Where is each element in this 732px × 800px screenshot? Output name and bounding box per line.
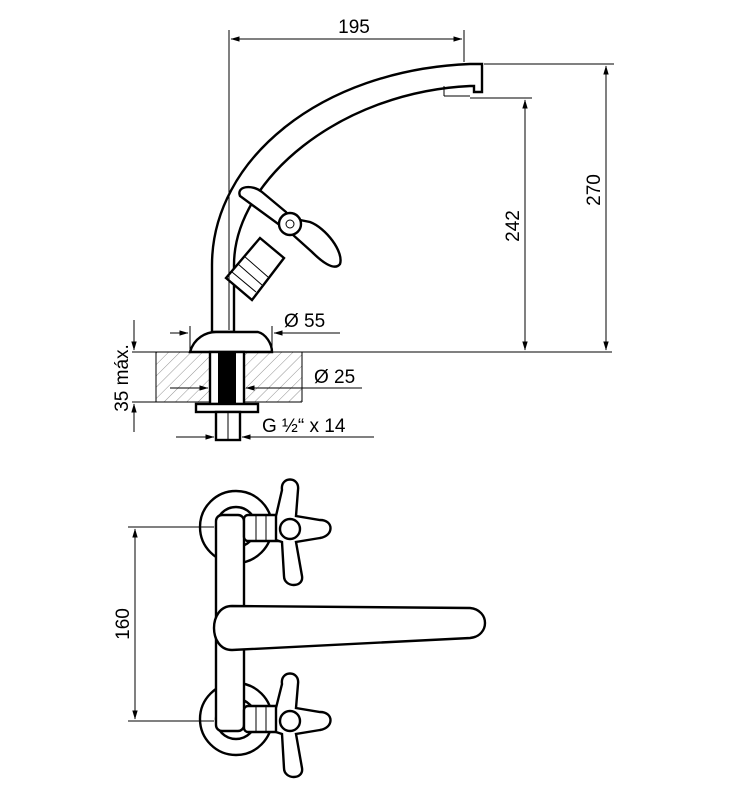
dim-counter-max-label: 35 máx. (112, 344, 133, 412)
side-view: 195 270 242 Ø 55 Ø 25 (112, 17, 614, 442)
dim-base-diameter: Ø 55 (170, 311, 340, 350)
dim-spout-height-label: 242 (503, 210, 524, 242)
base-flange (188, 330, 274, 354)
dim-counter-max: 35 máx. (112, 320, 137, 432)
countertop-section (132, 351, 612, 403)
dim-center-160: 160 (113, 526, 214, 722)
dim-thread-label: G ½“ x 14 (262, 416, 346, 437)
top-view: 160 (113, 478, 487, 779)
spout-top (212, 604, 487, 652)
dim-width-195: 195 (228, 17, 465, 330)
cross-handle-side (238, 185, 342, 268)
dim-height-total-label: 270 (584, 174, 605, 206)
dim-center-distance-label: 160 (113, 608, 134, 640)
dim-hole-diameter: Ø 25 (170, 367, 362, 391)
dim-height-270: 270 (484, 63, 614, 351)
dim-hole-diameter-label: Ø 25 (314, 367, 355, 388)
cross-handle-bottom (274, 672, 332, 779)
shank (194, 350, 260, 442)
dim-base-diameter-label: Ø 55 (284, 311, 325, 332)
cross-handle-top (274, 478, 332, 587)
dim-width-label: 195 (338, 17, 370, 38)
dim-height-242: 242 (470, 97, 532, 351)
dim-thread: G ½“ x 14 (176, 416, 374, 440)
valve-body (224, 236, 286, 302)
